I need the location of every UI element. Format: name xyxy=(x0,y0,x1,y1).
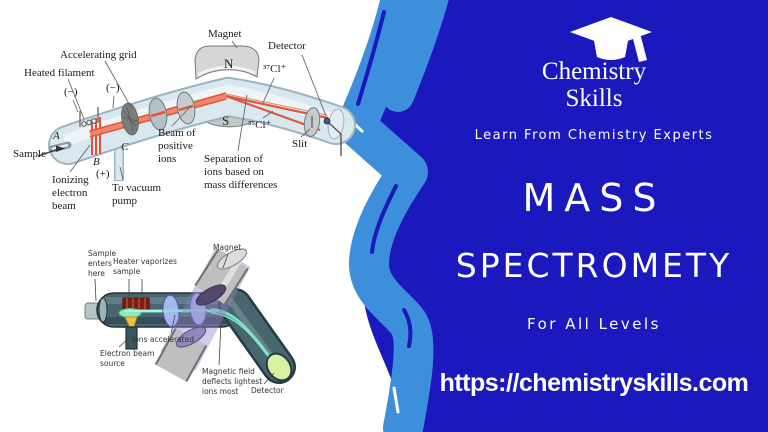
label-point-c: C xyxy=(121,141,129,153)
leader-lines xyxy=(94,253,275,385)
tagline: Learn From Chemistry Experts xyxy=(474,128,714,143)
label-positive-ions: Beam of positive ions xyxy=(158,127,196,165)
label-vacuum-pump: To vacuum pump xyxy=(112,182,162,207)
label-ions-accelerated: Ions accelerated xyxy=(132,335,194,344)
label-minus-left: (−) xyxy=(64,86,78,98)
label-point-b: B xyxy=(93,156,100,168)
logo-title-line2: Skills xyxy=(565,85,623,112)
heater-block xyxy=(122,297,150,311)
diagram-top: N S Magnet Detector Accelerating grid He… xyxy=(10,15,360,215)
label-cl37: ³⁷Cl⁺ xyxy=(263,63,287,75)
label-sample-enters: Sample enters here xyxy=(88,249,117,278)
label-point-a: A xyxy=(53,130,60,142)
label-heater: Heater vaporizes sample xyxy=(113,257,177,276)
logo-title-line1: Chemistry xyxy=(541,58,647,85)
magnet-north-block xyxy=(194,45,260,80)
magnet-bottom-cylinder xyxy=(154,326,208,382)
label-detector: Detector xyxy=(268,40,306,52)
label-magnet: Magnet xyxy=(208,28,242,40)
label-separation: Separation of ions based on mass differe… xyxy=(204,153,278,191)
label-electron-source: Electron beam source xyxy=(100,349,155,368)
sample-inlet-graphic xyxy=(37,141,72,157)
label-detector: Detector xyxy=(251,386,284,395)
brush-texture-dark xyxy=(356,10,413,348)
label-sample: Sample xyxy=(13,148,46,160)
label-plus: (+) xyxy=(96,168,110,180)
label-cl35: ³⁵Cl⁺ xyxy=(248,119,272,131)
leader-lines xyxy=(67,40,327,181)
label-minus-right: (−) xyxy=(106,82,120,94)
heading-spectrometry: SPECTROMETY xyxy=(455,246,733,285)
label-slit: Slit xyxy=(292,138,308,150)
label-heated-filament: Heated filament xyxy=(24,67,95,79)
accelerating-grid-disc xyxy=(121,102,139,136)
filament-graphic xyxy=(79,107,99,127)
slit-disc xyxy=(303,107,321,137)
magnet-north-letter: N xyxy=(224,56,234,71)
blue-panel-shape xyxy=(354,0,768,432)
logo-title: Chemistry Skills xyxy=(420,58,768,112)
diagram-bottom: Sample enters here Heater vaporizes samp… xyxy=(83,243,308,418)
label-magnet: Magnet xyxy=(213,243,242,252)
heading-mass: MASS xyxy=(522,176,666,220)
detector-graphic xyxy=(323,117,342,156)
label-ionizing-beam: Ionizing electron beam xyxy=(52,174,89,212)
diagram-top-graphic: N S xyxy=(37,40,356,181)
label-accelerating-grid: Accelerating grid xyxy=(60,49,137,61)
deflected-beams xyxy=(210,308,274,364)
diagram-bottom-graphic xyxy=(84,247,296,385)
subheading: For All Levels xyxy=(527,315,661,333)
magnet-top-cylinder xyxy=(194,248,249,306)
electron-source-tube xyxy=(125,326,138,350)
website-url: https://chemistryskills.com xyxy=(439,369,749,397)
magnet-south-letter: S xyxy=(222,113,229,128)
label-magnetic-field: Magnetic field deflects lightest ions mo… xyxy=(202,367,263,396)
graduation-cap-icon xyxy=(570,17,652,62)
electron-beam-cone xyxy=(124,316,138,334)
